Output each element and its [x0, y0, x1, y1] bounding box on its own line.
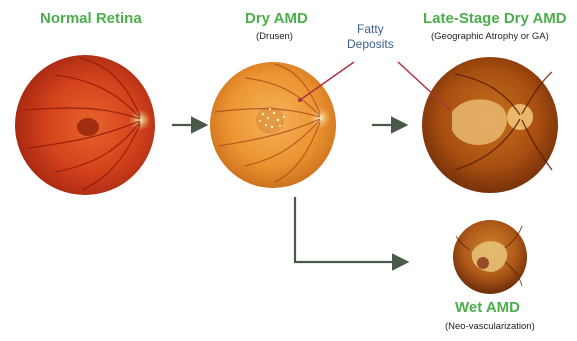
callout-pointer-dot — [298, 98, 302, 102]
late-stage-title: Late-Stage Dry AMD — [423, 10, 567, 27]
wet-amd-title: Wet AMD — [455, 299, 520, 316]
callout-line-2: Deposits — [347, 37, 394, 52]
late-stage-dry-amd-image — [422, 57, 558, 193]
late-stage-subtitle: (Geographic Atrophy or GA) — [431, 31, 549, 42]
dry-amd-image — [210, 62, 336, 188]
arrow-dry-to-wet — [295, 197, 405, 262]
wet-amd-image — [453, 220, 527, 294]
dry-amd-title: Dry AMD — [245, 10, 308, 27]
callout-line-1: Fatty — [347, 22, 394, 37]
wet-amd-subtitle: (Neo-vascularization) — [445, 321, 535, 332]
normal-retina-image — [15, 55, 155, 195]
normal-retina-title: Normal Retina — [40, 10, 142, 27]
fatty-deposits-label: Fatty Deposits — [347, 22, 394, 52]
dry-amd-subtitle: (Drusen) — [256, 31, 293, 42]
